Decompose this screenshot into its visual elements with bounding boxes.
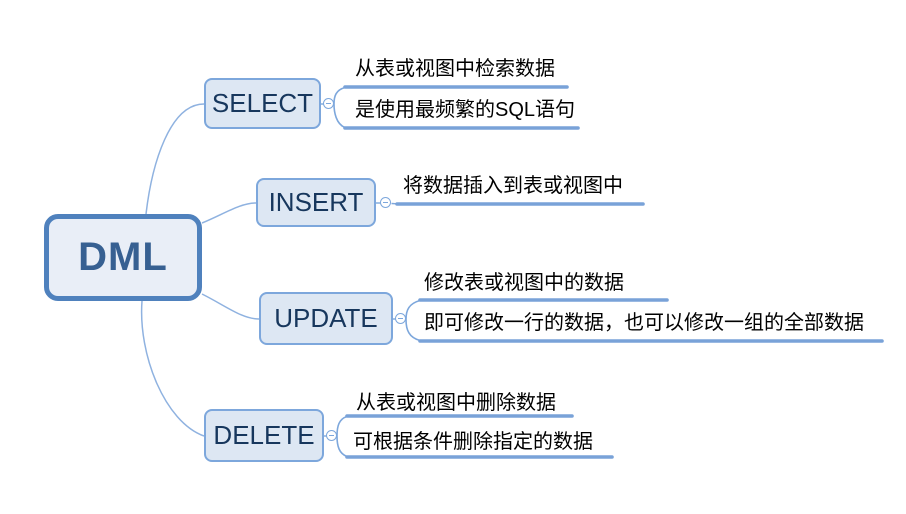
bracket-select bbox=[333, 86, 346, 129]
curve-dml-insert bbox=[201, 202, 257, 224]
node-insert-label: INSERT bbox=[268, 187, 364, 217]
curve-dml-delete bbox=[140, 300, 205, 437]
topic-delete-desc-2[interactable]: 可根据条件删除指定的数据 bbox=[353, 431, 593, 453]
topic-update-desc-1[interactable]: 修改表或视图中的数据 bbox=[424, 272, 624, 294]
handle-joiners bbox=[321, 103, 398, 437]
node-insert[interactable]: INSERT bbox=[256, 178, 376, 227]
node-select[interactable]: SELECT bbox=[204, 78, 321, 129]
minus-icon bbox=[383, 201, 388, 204]
node-dml-label: DML bbox=[78, 235, 168, 279]
topic-select-desc-2[interactable]: 是使用最频繁的SQL语句 bbox=[355, 99, 576, 121]
minus-icon bbox=[398, 317, 403, 320]
curve-dml-update bbox=[201, 293, 260, 320]
node-select-label: SELECT bbox=[211, 88, 314, 118]
bracket-update bbox=[405, 299, 421, 342]
topic-update-desc-2[interactable]: 即可修改一行的数据，也可以修改一组的全部数据 bbox=[424, 312, 864, 334]
fan-brackets bbox=[333, 86, 421, 458]
collapse-handle-delete[interactable] bbox=[326, 430, 337, 441]
collapse-handle-update[interactable] bbox=[395, 313, 406, 324]
minus-icon bbox=[329, 434, 334, 437]
collapse-handle-insert[interactable] bbox=[380, 197, 391, 208]
topic-lines bbox=[343, 85, 884, 459]
bracket-delete bbox=[336, 415, 348, 458]
topic-delete-desc-1[interactable]: 从表或视图中删除数据 bbox=[356, 392, 556, 414]
node-delete-label: DELETE bbox=[213, 420, 315, 450]
node-dml[interactable]: DML bbox=[44, 214, 202, 301]
node-update[interactable]: UPDATE bbox=[259, 292, 393, 345]
node-update-label: UPDATE bbox=[274, 303, 378, 333]
curve-dml-select bbox=[145, 103, 205, 215]
node-delete[interactable]: DELETE bbox=[204, 409, 324, 462]
collapse-handle-select[interactable] bbox=[323, 98, 334, 109]
minus-icon bbox=[326, 102, 331, 105]
branch-curves bbox=[140, 103, 260, 437]
topic-insert-desc-1[interactable]: 将数据插入到表或视图中 bbox=[403, 175, 623, 197]
topic-select-desc-1[interactable]: 从表或视图中检索数据 bbox=[355, 58, 555, 80]
